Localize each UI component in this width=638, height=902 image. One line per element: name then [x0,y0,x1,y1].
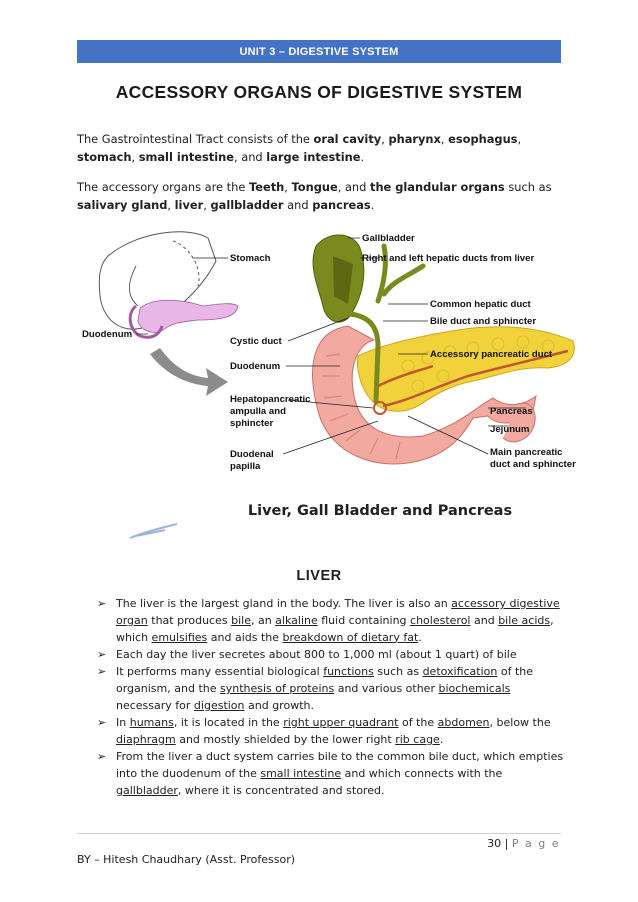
label-main-duct-2: duct and sphincter [490,459,576,470]
anatomy-figure: Stomach Duodenum Gallbladder Right and l… [78,226,584,484]
page-word: P a g e [511,837,560,850]
list-item: ➢ It performs many essential biological f… [97,664,565,714]
label-hepatic-ducts: Right and left hepatic ducts from liver [362,253,534,264]
page-number-value: 30 [487,837,502,850]
arrow-bullet-icon: ➢ [97,750,107,764]
pancreas-texture [401,335,555,393]
label-common-hepatic: Common hepatic duct [430,299,532,310]
arrow-bullet-icon: ➢ [97,716,107,730]
label-gallbladder: Gallbladder [362,233,415,244]
text-run: detoxification [422,665,498,679]
pancreas-illustration [357,326,575,412]
list-item: ➢ From the liver a duct system carries bi… [97,749,565,799]
text-run: oral cavity [313,132,382,147]
bullet-text: It performs many essential biological fu… [116,665,534,712]
duodenum-illustration [312,325,537,465]
arrow-bullet-icon: ➢ [97,597,107,610]
label-duodenum: Duodenum [230,361,280,372]
label-hepato-2: ampulla and [230,406,286,417]
list-item: ➢ In humans, it is located in the right u… [97,715,565,749]
text-run: gallbladder [210,198,284,213]
sketch-pancreas [137,299,239,333]
intro-paragraph-1: The Gastrointestinal Tract consists of t… [77,132,522,165]
text-run: functions [323,665,374,679]
text-run: pancreas [312,198,371,213]
figure-caption: Liver, Gall Bladder and Pancreas [247,503,513,519]
text-run: diaphragm [116,732,176,746]
text-run: large intestine [266,150,361,165]
arrow-icon [150,348,228,396]
text-run: liver [174,198,204,213]
text-run: small intestine [138,150,234,165]
text-run: synthesis of proteins [220,681,335,695]
label-papilla-2: papilla [230,461,261,472]
author-credit: BY – Hitesh Chaudhary (Asst. Professor) [77,853,296,866]
gallbladder-lining [333,256,353,304]
text-run: abdomen [437,716,490,730]
label-jejunum: Jejunum [490,424,529,435]
list-item: ➢ Each day the liver secretes about 800 t… [97,647,565,664]
label-accessory-duct: Accessory pancreatic duct [430,349,553,360]
bullet-text: In humans, it is located in the right up… [116,716,551,746]
text-run: digestion [193,698,245,712]
arrow-bullet-icon: ➢ [97,647,107,661]
section-title-liver: LIVER [296,568,342,584]
sketch-duodenum [128,304,164,339]
bullet-text: Each day the liver secretes about 800 to… [116,647,517,661]
arrow-bullet-icon: ➢ [97,665,107,679]
text-run: esophagus [448,132,518,147]
text-run: emulsifies [151,630,208,644]
label-cystic-duct: Cystic duct [230,336,283,347]
intro-paragraph-2: The accessory organs are the Teeth, Tong… [77,180,552,213]
text-run: accessory digestive organ [116,597,560,627]
label-stomach: Stomach [230,253,271,264]
text-run: bile [231,613,251,627]
text-run: rib cage [395,732,440,746]
unit-label: UNIT 3 – DIGESTIVE SYSTEM [239,45,399,58]
liver-bullet-list: ➢ The liver is the largest gland in the b… [97,596,565,800]
label-hepato-1: Hepatopancreatic [230,394,311,405]
text-run: right upper quadrant [283,716,399,730]
pen-scribble-mark [129,523,178,539]
text-run: Teeth [249,180,285,195]
label-main-duct-1: Main pancreatic [490,447,563,458]
text-run: bile acids [498,613,551,627]
text-run: biochemicals [438,681,511,695]
footer-divider [77,833,561,834]
bile-ducts [347,243,426,404]
text-run: cholesterol [410,613,471,627]
leader-lines [136,237,526,455]
list-item: ➢ The liver is the largest gland in the b… [97,596,565,646]
text-run: pharynx [388,132,441,147]
bullet-text: The liver is the largest gland in the bo… [116,597,560,644]
bullet-text: From the liver a duct system carries bil… [116,750,564,797]
text-run: small intestine [260,766,342,780]
label-bile-duct: Bile duct and sphincter [430,316,536,327]
text-run: gallbladder [116,783,178,797]
label-papilla-1: Duodenal [230,449,274,460]
text-run: salivary gland [77,198,168,213]
unit-header-bar: UNIT 3 – DIGESTIVE SYSTEM [77,40,561,63]
text-run: breakdown of dietary fat [282,630,419,644]
anatomy-diagram: Stomach Duodenum Gallbladder Right and l… [82,231,576,472]
page-number: 30 | P a g e [487,837,560,850]
label-pancreas: Pancreas [490,406,533,417]
text-run: alkaline [275,613,318,627]
pancreatic-ducts [377,349,569,408]
text-run: stomach [77,150,132,165]
label-hepato-3: sphincter [230,418,273,429]
text-run: Tongue [291,180,338,195]
page-title: ACCESSORY ORGANS OF DIGESTIVE SYSTEM [115,82,523,102]
ampulla-marker [373,401,387,415]
page-separator: | [504,837,509,850]
text-run: the glandular organs [370,180,505,195]
label-duodenum-left: Duodenum [82,329,132,340]
text-run: humans [129,716,174,730]
